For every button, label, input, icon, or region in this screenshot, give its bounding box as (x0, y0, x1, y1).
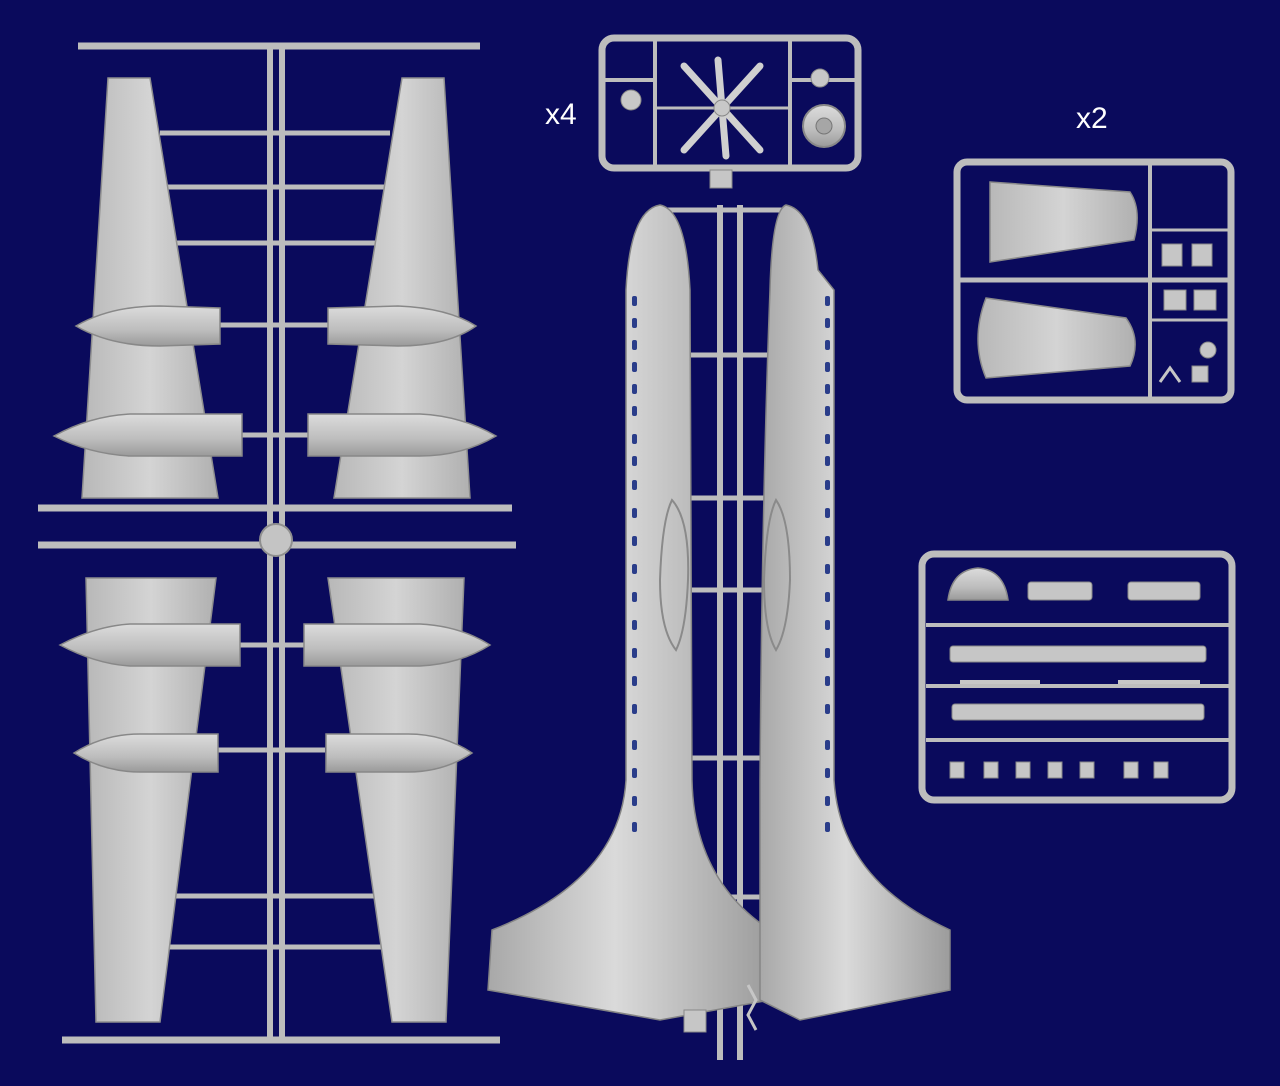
portholes-left (632, 296, 637, 832)
nacelle-lower-1 (58, 623, 241, 667)
wing-upper-left (81, 77, 219, 499)
propeller-sprue-count-label: x4 (545, 98, 577, 131)
portholes-right (825, 296, 830, 832)
fuselage-left-half (487, 204, 771, 1021)
nacelle-lower-2 (303, 623, 492, 667)
cabin-door-left (658, 498, 690, 652)
nacelle-upper-2 (327, 305, 478, 347)
nacelle-upper-1 (74, 305, 221, 347)
nacelle-upper-4 (307, 413, 498, 457)
small-part-block (683, 1009, 707, 1033)
nacelle-lower-4 (325, 733, 474, 773)
sprue-hub (259, 523, 293, 557)
tailplane-sprue (953, 158, 1235, 404)
nacelle-upper-3 (52, 413, 243, 457)
wing-lower-right (327, 577, 465, 1023)
wing-lower-left (85, 577, 217, 1023)
nacelle-lower-3 (72, 733, 219, 773)
small-part-strut (746, 984, 758, 1031)
cabin-door-right (762, 498, 792, 652)
detail-parts-sprue (918, 550, 1236, 804)
fuselage-right-half (759, 204, 951, 1021)
propeller-sprue (598, 34, 862, 189)
wing-upper-right (333, 77, 471, 499)
tailplane-sprue-count-label: x2 (1076, 102, 1108, 135)
